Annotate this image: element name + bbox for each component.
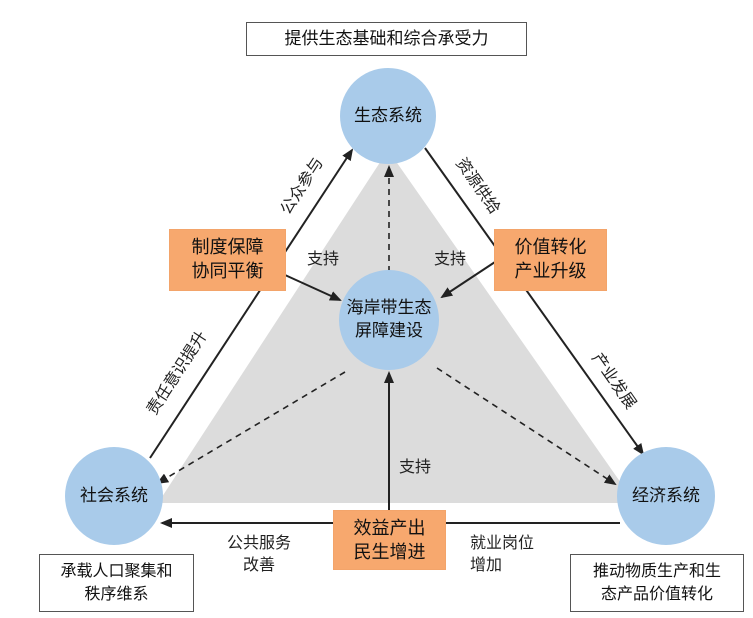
- population-box: 承载人口聚集和 秩序维系: [39, 554, 194, 612]
- population-line2: 秩序维系: [84, 584, 149, 603]
- coastal-barrier-label-2: 屏障建设: [355, 321, 423, 341]
- social-system-label: 社会系统: [80, 485, 148, 506]
- arrow-eco-to-economic: [424, 147, 645, 456]
- coastal-barrier-label-1: 海岸带生态: [346, 298, 432, 318]
- support-label-bottom: 支持: [399, 457, 432, 476]
- benefit-output-box: 效益产出 民生增进: [333, 510, 446, 570]
- dashed-arrow-center-to-economic: [436, 367, 617, 486]
- eco-system-label: 生态系统: [354, 105, 422, 126]
- production-line2: 态产品价值转化: [600, 584, 713, 603]
- eco-system-node: 生态系统: [340, 68, 436, 164]
- production-line1: 推动物质生产和生: [592, 561, 721, 580]
- institution-guarantee-box: 制度保障 协同平衡: [169, 229, 286, 291]
- arrow-right-box-to-center: [440, 261, 496, 299]
- support-label-left: 支持: [307, 249, 340, 268]
- production-box: 推动物质生产和生 态产品价值转化: [570, 554, 744, 612]
- social-system-node: 社会系统: [65, 447, 163, 545]
- coastal-barrier-node: 海岸带生态 屏障建设: [339, 270, 439, 370]
- economic-system-node: 经济系统: [617, 447, 715, 545]
- economic-system-label: 经济系统: [632, 485, 700, 506]
- public-service-label: 公共服务 改善: [226, 533, 291, 574]
- institution-guarantee-line2: 协同平衡: [191, 261, 264, 282]
- benefit-output-line1: 效益产出: [353, 518, 426, 539]
- eco-capacity-text: 提供生态基础和综合承受力: [284, 29, 489, 49]
- dashed-arrow-center-to-social: [156, 371, 346, 485]
- arrow-left-box-to-center: [284, 274, 342, 301]
- value-conversion-line2: 产业升级: [514, 261, 587, 282]
- value-conversion-line1: 价值转化: [514, 237, 587, 258]
- eco-capacity-box: 提供生态基础和综合承受力: [246, 22, 527, 56]
- value-conversion-box: 价值转化 产业升级: [494, 229, 607, 291]
- employment-label: 就业岗位 增加: [470, 533, 535, 574]
- arrow-social-to-eco: [149, 148, 354, 459]
- support-label-right: 支持: [434, 249, 467, 268]
- population-line1: 承载人口聚集和: [60, 561, 173, 580]
- institution-guarantee-line1: 制度保障: [191, 237, 264, 258]
- benefit-output-line2: 民生增进: [353, 542, 426, 563]
